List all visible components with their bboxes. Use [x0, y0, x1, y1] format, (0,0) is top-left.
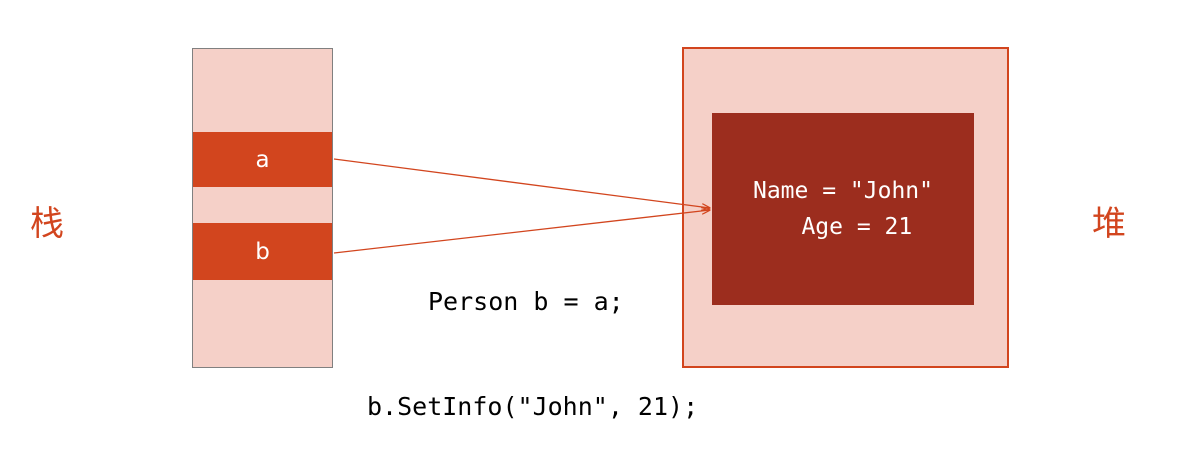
stack-slot-b: b	[193, 223, 332, 280]
stack-slot-a-label: a	[255, 146, 270, 173]
stack-label: 栈	[30, 204, 64, 244]
heap-container: Name = "John" Age = 21	[682, 47, 1009, 368]
caption-method-call: b.SetInfo("John", 21);	[367, 392, 699, 421]
arrow-a-to-heap	[333, 158, 710, 208]
arrow-b-to-heap	[333, 210, 710, 254]
stack-container: a b	[192, 48, 333, 368]
heap-object-line-age: Age = 21	[773, 214, 913, 240]
heap-label: 堆	[1092, 204, 1126, 244]
heap-object-box: Name = "John" Age = 21	[712, 113, 974, 305]
heap-object-line-name: Name = "John"	[752, 178, 933, 204]
stack-slot-a: a	[193, 132, 332, 187]
caption-assignment: Person b = a;	[428, 287, 624, 316]
stack-slot-b-label: b	[255, 238, 270, 265]
